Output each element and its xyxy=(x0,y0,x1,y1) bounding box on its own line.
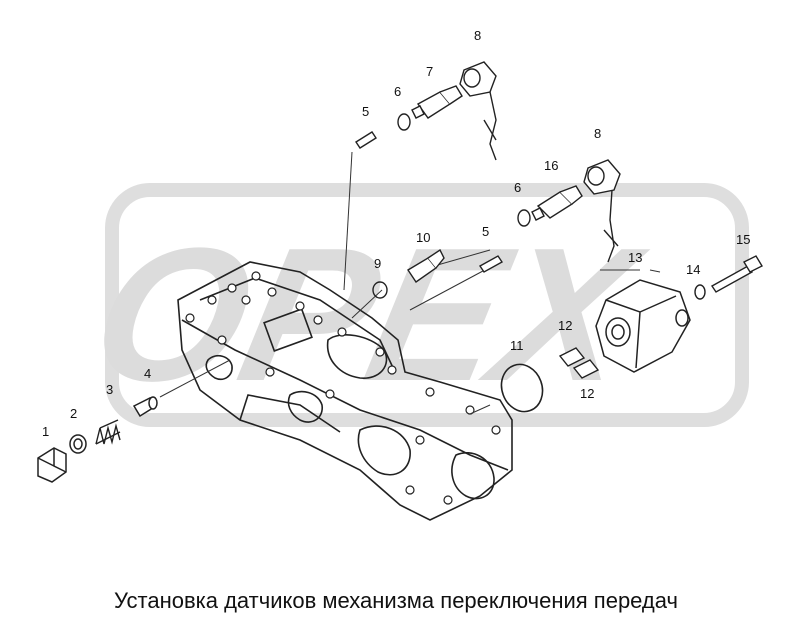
part-8-connector-upper xyxy=(459,61,497,161)
part-6-washer-lower xyxy=(517,209,531,227)
part-15-bolt xyxy=(710,255,763,293)
part-12-bushing-a xyxy=(558,347,586,367)
callout-10: 10 xyxy=(416,230,430,245)
part-5-pin-lower xyxy=(478,255,504,273)
part-3-spring xyxy=(95,419,121,445)
part-10-sensor xyxy=(407,248,445,283)
part-16-sensor xyxy=(531,185,583,221)
part-4-pin xyxy=(132,396,158,418)
callout-3: 3 xyxy=(106,382,113,397)
callout-13: 13 xyxy=(628,250,642,265)
callout-7: 7 xyxy=(426,64,433,79)
callout-2: 2 xyxy=(70,406,77,421)
callout-labels: 1 2 3 4 5 5 6 6 7 8 8 9 10 11 12 12 13 1… xyxy=(42,28,750,439)
housing-bolts xyxy=(185,271,501,505)
part-11-o-ring xyxy=(500,363,544,413)
part-13-valve-block xyxy=(595,279,691,373)
callout-5-lower: 5 xyxy=(482,224,489,239)
callout-8-upper: 8 xyxy=(474,28,481,43)
part-14-washer xyxy=(694,284,706,300)
callout-4: 4 xyxy=(144,366,151,381)
gearshift-housing xyxy=(177,261,513,521)
part-8-connector-lower xyxy=(583,159,621,263)
diagram-caption: Установка датчиков механизма переключени… xyxy=(114,588,678,613)
callout-9: 9 xyxy=(374,256,381,271)
part-1-plug xyxy=(37,447,67,483)
callout-16: 16 xyxy=(544,158,558,173)
part-5-pin-upper xyxy=(355,131,377,149)
part-9-washer xyxy=(372,281,388,299)
callout-8-lower: 8 xyxy=(594,126,601,141)
part-6-washer-upper xyxy=(397,113,411,131)
callout-15: 15 xyxy=(736,232,750,247)
part-12-bushing-b xyxy=(572,359,600,379)
watermark-text: OPEX xyxy=(77,208,660,421)
callout-12-a: 12 xyxy=(558,318,572,333)
part-7-sensor xyxy=(411,85,463,119)
callout-12-b: 12 xyxy=(580,386,594,401)
callout-6-lower: 6 xyxy=(514,180,521,195)
callout-11: 11 xyxy=(510,338,524,353)
callout-1: 1 xyxy=(42,424,49,439)
watermark: OPEX xyxy=(77,183,749,427)
part-2-washer xyxy=(69,434,87,454)
callout-5-upper: 5 xyxy=(362,104,369,119)
callout-6-upper: 6 xyxy=(394,84,401,99)
callout-14: 14 xyxy=(686,262,700,277)
